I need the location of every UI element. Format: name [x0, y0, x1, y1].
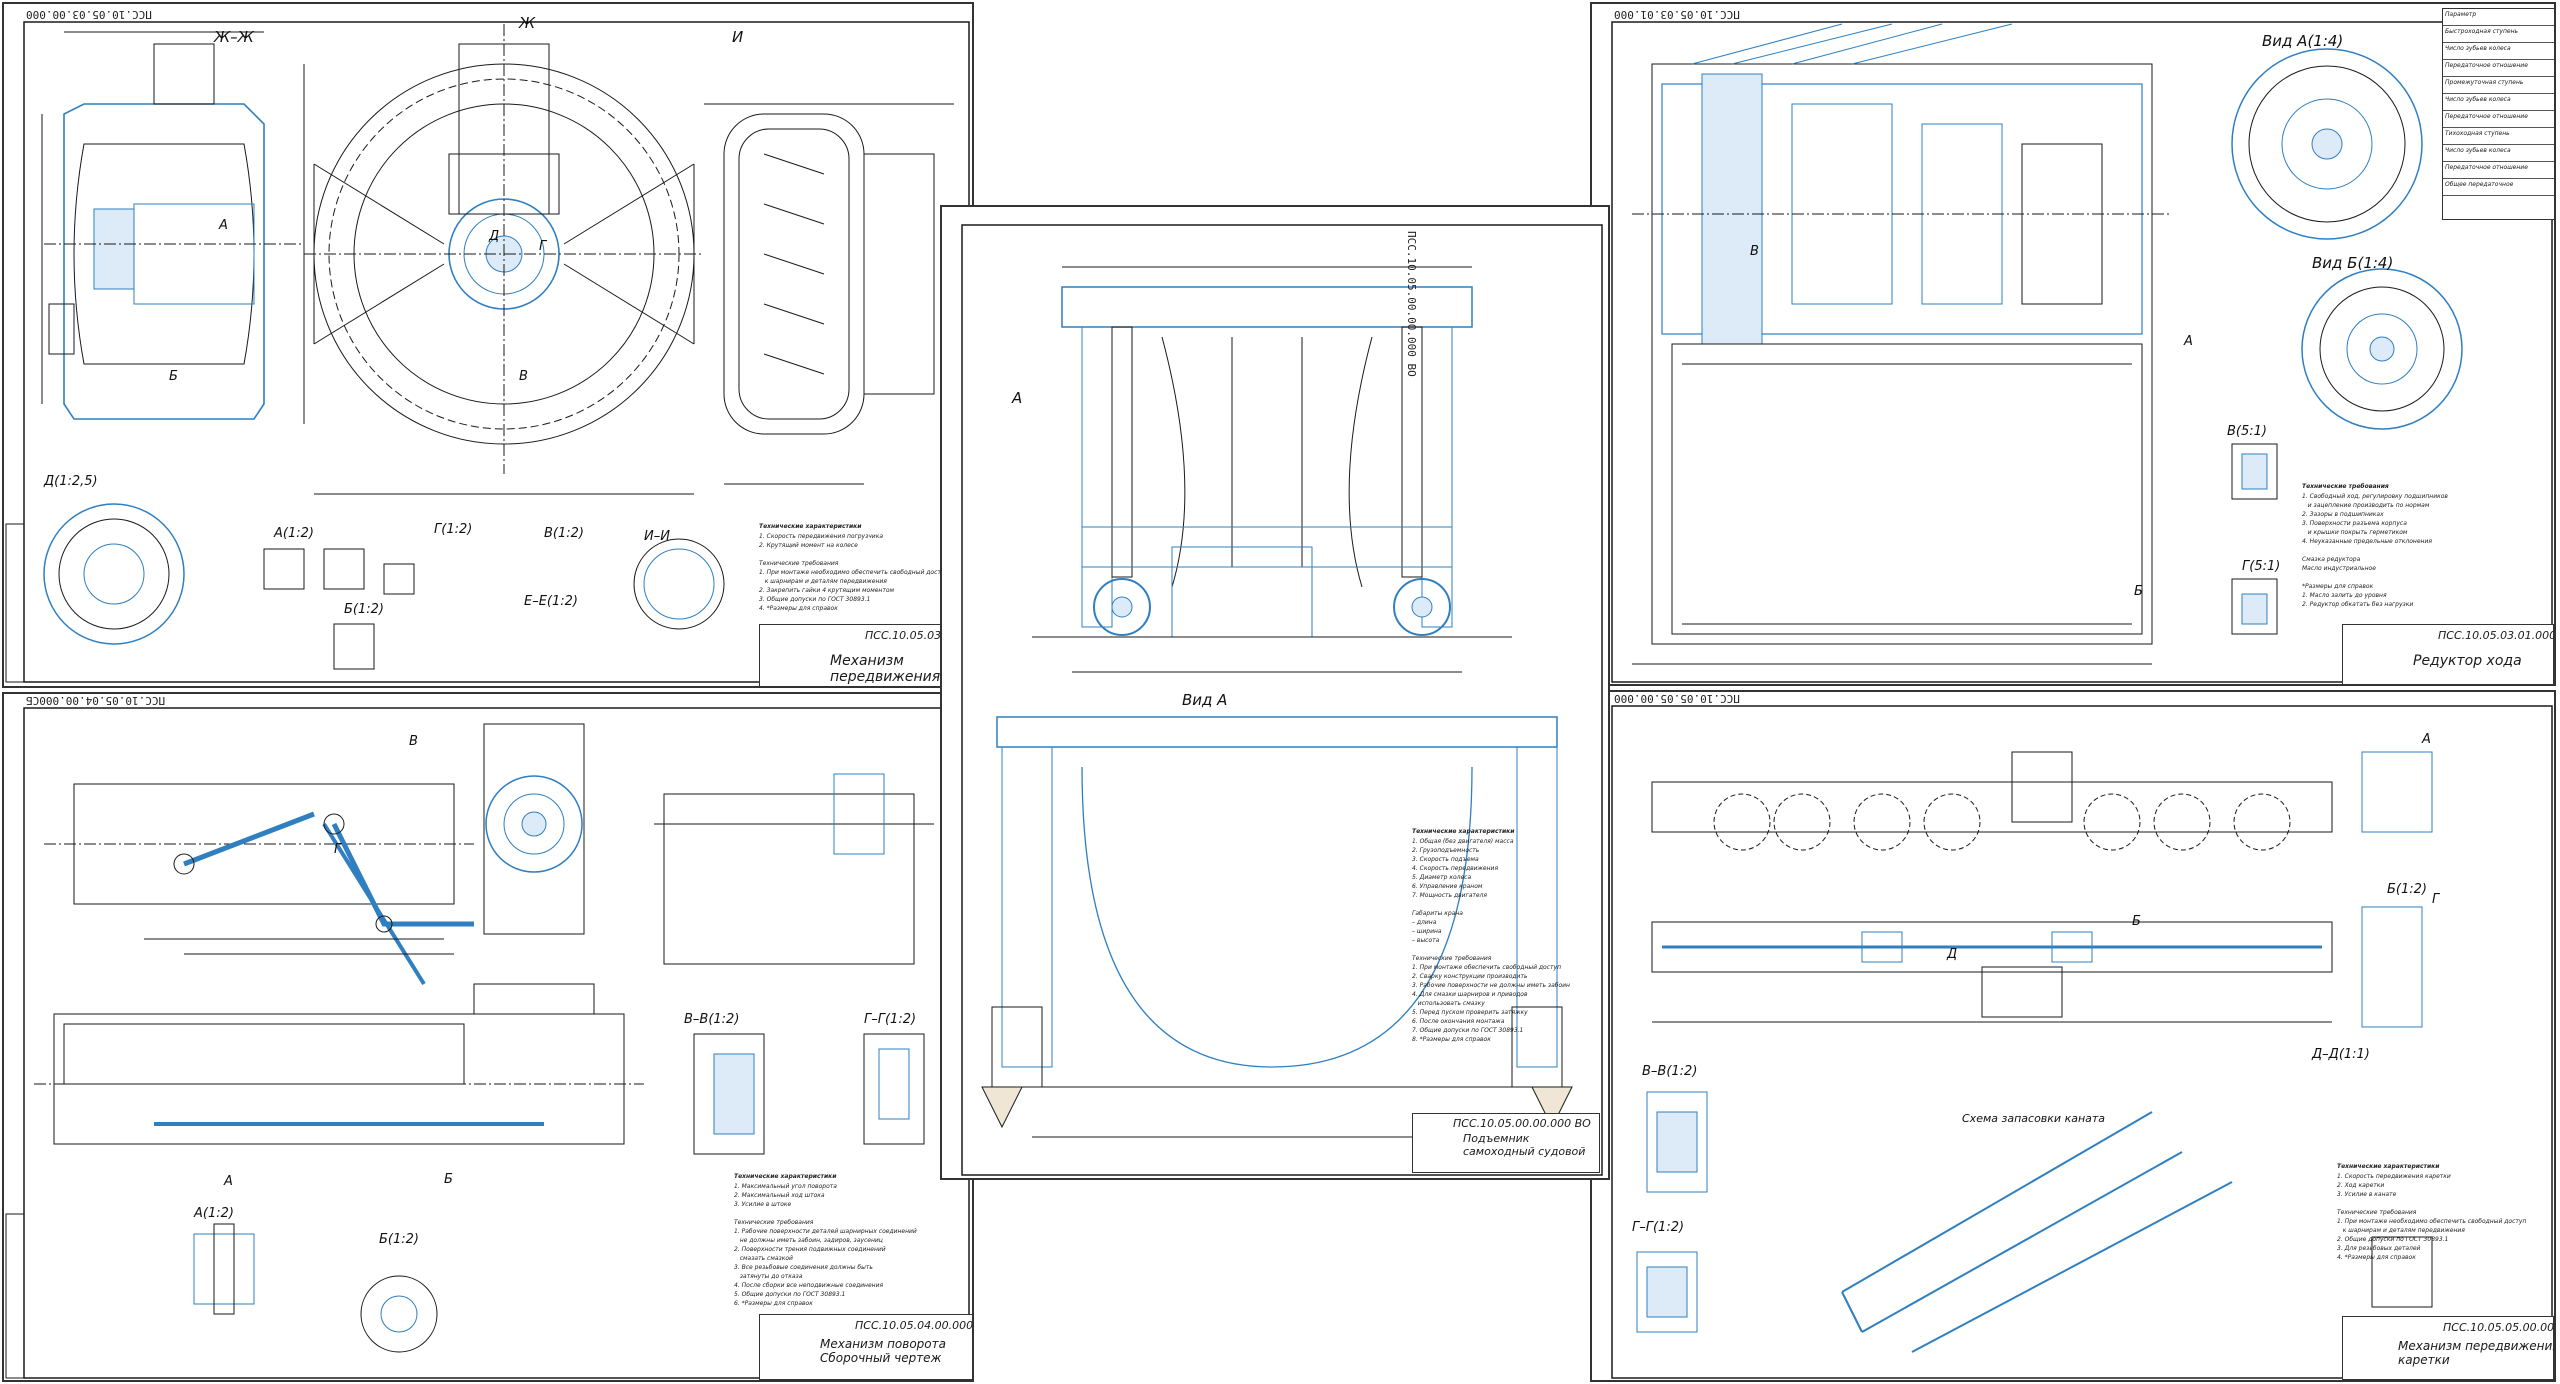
title-block-code: ПСС.10.05.04.00.000СБ	[855, 1319, 974, 1332]
view-label-gg: Г–Г(1:2)	[864, 1012, 917, 1027]
sheet-carriage-mechanism: ПСС.10.05.05.00.000 А Б Г Д Б(1:2) В–В(1…	[1590, 690, 2556, 1382]
ptable-row: Число зубьев колеса	[2443, 94, 2554, 111]
view-label-a: А	[2422, 732, 2431, 747]
view-label-dd: Д–Д(1:1)	[2312, 1047, 2370, 1062]
view-label-bb: Б(1:2)	[2387, 882, 2427, 897]
ptable-row: Общее передаточное	[2443, 179, 2554, 196]
view-label-ee: Е–Е(1:2)	[524, 594, 578, 609]
rope-scheme-label: Схема запасовки каната	[1962, 1112, 2106, 1125]
sheet-code-corner: ПСС.10.05.00.00.000 ВО	[1405, 231, 1418, 377]
title-block-title: Редуктор хода	[2413, 653, 2522, 669]
title-block-title: Подъемник самоходный судовой	[1463, 1132, 1586, 1158]
view-label-g51: Г(5:1)	[2242, 559, 2281, 574]
view-label-gg: Г–Г(1:2)	[1632, 1220, 1685, 1235]
view-label-vv: В–В(1:2)	[684, 1012, 740, 1027]
drawing-travel-mechanism	[5, 21, 970, 683]
title-block: ПСС.10.05.05.00.000 Механизм передвижени…	[2342, 1316, 2554, 1380]
drawing-general-view	[961, 224, 1603, 1176]
sheet-code-corner: ПСС.10.05.04.00.000СБ	[26, 694, 166, 707]
gear-parameter-table: Параметр Быстроходная ступень Число зубь…	[2442, 8, 2554, 220]
ptable-row: Число зубьев колеса	[2443, 43, 2554, 60]
ptable-row: Параметр	[2443, 9, 2554, 26]
title-block: ПСС.10.05.03.00.000 Механизм передвижени…	[759, 624, 972, 686]
view-label-b: Б	[2132, 914, 2141, 929]
ptable-row: Тихоходная ступень	[2443, 128, 2554, 145]
ptable-row: Быстроходная ступень	[2443, 26, 2554, 43]
view-label-ii: И	[732, 28, 744, 46]
view-label-zz: Ж–Ж	[214, 28, 254, 46]
view-label-g: Г	[2432, 892, 2440, 907]
notes-body: 1. Скорость передвижения погрузчика 2. К…	[759, 533, 949, 612]
view-label-g12: Г(1:2)	[434, 522, 473, 537]
title-block-title: Механизм передвижения	[830, 653, 941, 685]
view-label-a: А	[224, 1174, 233, 1189]
view-label-d: Д	[1947, 947, 1958, 962]
title-block-title: Механизм поворота Сборочный чертеж	[820, 1337, 946, 1365]
view-label-zh: Ж	[519, 14, 536, 32]
title-block: ПСС.10.05.03.01.000 Редуктор хода	[2342, 624, 2556, 684]
drawing-carriage-mechanism	[1611, 705, 2553, 1379]
view-label-b: Б	[444, 1172, 453, 1187]
view-label-d: Д	[489, 229, 500, 244]
notes-title: Технические требования	[2302, 483, 2389, 490]
title-block-code: ПСС.10.05.05.00.000	[2443, 1321, 2556, 1334]
view-label-b: Б	[169, 369, 178, 384]
view-label-g: Г	[539, 239, 547, 254]
ptable-row: Число зубьев колеса	[2443, 145, 2554, 162]
sheet-general-view: ПСС.10.05.00.00.000 ВО А Вид А Техническ…	[940, 205, 1610, 1180]
notes-title: Технические характеристики	[1412, 828, 1515, 835]
notes-body: 1. Общая (без двигателя) масса 2. Грузоп…	[1412, 838, 1570, 1043]
view-label-v: В	[519, 369, 528, 384]
view-label-a: А	[1012, 389, 1023, 407]
view-label-b: Б	[2134, 584, 2143, 599]
sheet-code-corner: ПСС.10.05.03.00.000	[26, 8, 152, 21]
notes-title: Технические характеристики	[2337, 1163, 2440, 1170]
ptable-row: Передаточное отношение	[2443, 60, 2554, 77]
title-block-code: ПСС.10.05.03.01.000	[2438, 629, 2556, 642]
title-block: ПСС.10.05.00.00.000 ВО Подъемник самоход…	[1412, 1113, 1600, 1173]
view-label-a: А	[219, 218, 228, 233]
view-label-vidb: Вид Б(1:4)	[2312, 254, 2394, 272]
view-label-a12: А(1:2)	[194, 1206, 234, 1221]
view-label-a: А	[2184, 334, 2193, 349]
sheet-rotation-mechanism: ПСС.10.05.04.00.000СБ В Г А Б В–В(1:2) Г…	[2, 692, 974, 1382]
title-block-title: Механизм передвижения каретки	[2398, 1339, 2556, 1367]
view-label-v12: В(1:2)	[544, 526, 584, 541]
view-label-g: Г	[334, 842, 342, 857]
ptable-row: Передаточное отношение	[2443, 162, 2554, 179]
notes-title: Технические характеристики	[759, 523, 862, 530]
ptable-row: Передаточное отношение	[2443, 111, 2554, 128]
view-label-ii2: И–И	[644, 529, 670, 544]
view-label-v: В	[409, 734, 418, 749]
view-label-a12: А(1:2)	[274, 526, 314, 541]
view-label-v: В	[1750, 244, 1759, 259]
sheet-travel-mechanism: ПСС.10.05.03.00.000 Ж–Ж Ж И А Б Д Г В Д(…	[2, 2, 974, 688]
sheet-code-corner: ПСС.10.05.03.01.000	[1614, 8, 1740, 21]
title-block: ПСС.10.05.04.00.000СБ Механизм поворота …	[759, 1314, 974, 1380]
ptable-row: Промежуточная ступень	[2443, 77, 2554, 94]
sheet-travel-gearbox: ПСС.10.05.03.01.000 Вид А(1:4) Вид Б(1:4…	[1590, 2, 2556, 686]
drawing-travel-gearbox	[1611, 21, 2553, 683]
view-label-v51: В(5:1)	[2227, 424, 2267, 439]
notes-body: 1. Свободный ход, регулировку подшипнико…	[2302, 493, 2448, 608]
view-label-d125: Д(1:2,5)	[44, 474, 98, 489]
notes-title: Технические характеристики	[734, 1173, 837, 1180]
view-label-vida: Вид А	[1182, 691, 1228, 709]
view-label-b12: Б(1:2)	[379, 1232, 419, 1247]
view-label-vv: В–В(1:2)	[1642, 1064, 1698, 1079]
notes-body: 1. Скорость передвижения каретки 2. Ход …	[2337, 1173, 2527, 1261]
notes-body: 1. Максимальный угол поворота 2. Максима…	[734, 1183, 917, 1307]
sheet-code-corner: ПСС.10.05.05.00.000	[1614, 692, 1740, 705]
view-label-vida: Вид А(1:4)	[2262, 32, 2344, 50]
title-block-code: ПСС.10.05.00.00.000 ВО	[1453, 1117, 1591, 1130]
view-label-b12: Б(1:2)	[344, 602, 384, 617]
